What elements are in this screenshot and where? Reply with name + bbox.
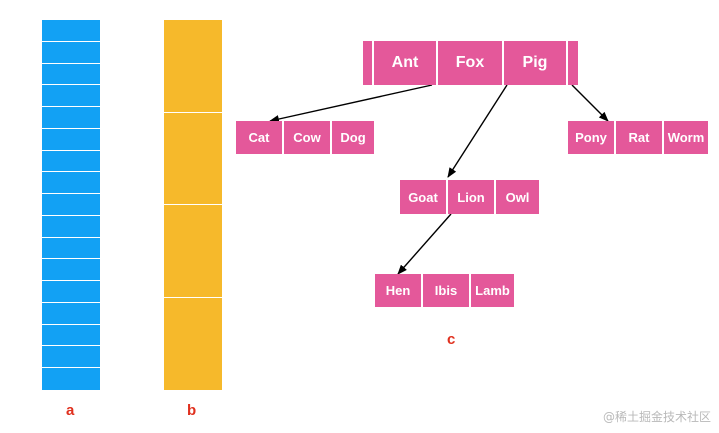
stack-cell [42, 172, 100, 195]
stack-cell [164, 112, 222, 205]
stack-cell [42, 194, 100, 216]
right-key-2: Rat [628, 130, 650, 145]
stack-cell [42, 107, 100, 129]
stack-cell [42, 85, 100, 108]
right-key-1: Pony [575, 130, 607, 145]
edge-root-to-left [269, 84, 433, 123]
stack-cell [42, 368, 100, 390]
tree-node-right: Pony Rat Worm [568, 121, 708, 154]
tree-node-grandchild: Hen Ibis Lamb [375, 274, 514, 307]
stack-cell [42, 63, 100, 86]
stack-cell [42, 20, 100, 42]
root-key-1: Ant [391, 54, 419, 71]
stack-cell [42, 259, 100, 282]
middle-key-3: Owl [505, 189, 530, 205]
root-key-2: Fox [455, 54, 485, 71]
tree-node-root: Ant Fox Pig [363, 41, 578, 85]
tree-node-left: Cat Cow Dog [236, 121, 374, 154]
grandchild-key-1: Hen [385, 283, 411, 298]
left-key-3: Dog [340, 130, 366, 145]
middle-key-2: Lion [457, 189, 485, 205]
root-key-3: Pig [522, 54, 548, 71]
middle-key-1: Goat [408, 189, 438, 205]
stack-cell [42, 150, 100, 173]
stack-a [42, 20, 100, 390]
stack-cell [42, 302, 100, 325]
stack-a-label: a [66, 402, 75, 419]
edge-root-to-right [571, 84, 609, 122]
stack-cell [42, 281, 100, 303]
stack-cell [164, 205, 222, 298]
stack-cell [42, 41, 100, 64]
stack-cell [164, 297, 222, 390]
stack-cell [42, 128, 100, 151]
grandchild-key-3: Lamb [475, 283, 510, 298]
stack-cell [164, 20, 222, 113]
tree-label: c [447, 331, 456, 348]
stack-b-label: b [187, 402, 197, 419]
stack-cell [42, 324, 100, 347]
stack-cell [42, 215, 100, 238]
watermark: @稀土掘金技术社区 [602, 410, 711, 424]
edge-root-to-middle [447, 84, 508, 178]
tree-node-middle: Goat Lion Owl [400, 180, 539, 214]
left-key-1: Cat [248, 130, 270, 145]
stack-b [164, 20, 222, 390]
grandchild-key-2: Ibis [434, 283, 458, 298]
left-key-2: Cow [293, 130, 321, 145]
right-key-3: Worm [667, 130, 705, 145]
stack-cell [42, 237, 100, 260]
edge-middle-to-grandchild [397, 213, 452, 275]
stack-cell [42, 346, 100, 369]
